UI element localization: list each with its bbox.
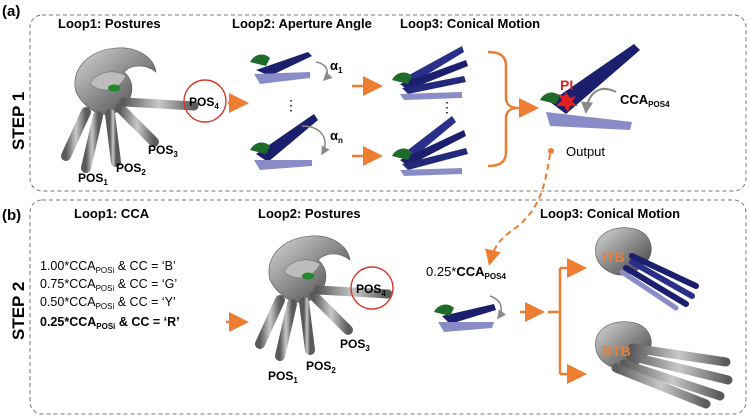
btb-label: BTB xyxy=(602,343,631,359)
cca-arc xyxy=(581,87,617,114)
selected-arc xyxy=(489,295,507,320)
itb-model xyxy=(595,227,699,311)
panel-a-step: STEP 1 xyxy=(9,92,28,150)
panel-b-selected-blade xyxy=(434,304,496,332)
selected-cca-label: 0.25*CCAPOS4 xyxy=(426,264,506,281)
alphan-arc xyxy=(301,125,330,156)
panel-a-blade-alphan xyxy=(250,114,318,170)
cca-line-2: 0.75*CCAPOSi & CC = ‘G’ xyxy=(40,277,177,293)
pi-marker xyxy=(556,92,578,112)
output-connector xyxy=(485,153,551,266)
panel-b-loop1-title: Loop1: CCA xyxy=(74,206,150,221)
panel-a-pos3-label: POS3 xyxy=(148,143,178,159)
loop3-dots: ⋮ xyxy=(440,99,454,115)
itb-label: ITB xyxy=(602,249,625,265)
panel-a-output-blade xyxy=(540,44,640,130)
panel-a-pos4-highlight xyxy=(183,79,227,123)
panel-b-pos2-label: POS2 xyxy=(306,359,336,375)
panel-a-fan-top xyxy=(392,46,468,100)
panel-b-pos3-label: POS3 xyxy=(340,337,370,353)
panel-a-loop3-title: Loop3: Conical Motion xyxy=(400,16,540,31)
panel-a-blade-alpha1 xyxy=(250,52,312,84)
output-dot xyxy=(548,148,554,154)
alpha1-label: α1 xyxy=(330,58,343,75)
panel-b-pos4-label: POS4 xyxy=(356,282,386,298)
panel-a-label: (a) xyxy=(2,3,20,20)
panel-a-brace xyxy=(487,50,519,168)
panel-b-border xyxy=(29,199,747,415)
alpha1-arc xyxy=(315,61,333,82)
panel-a-border xyxy=(29,14,747,192)
loop2-dots: ⋮ xyxy=(284,97,298,113)
panel-b-loop3-title: Loop3: Conical Motion xyxy=(540,206,680,221)
panel-a-pos2-label: POS2 xyxy=(116,161,146,177)
cca-line-1: 1.00*CCAPOSi & CC = ‘B’ xyxy=(40,259,176,275)
btb-model xyxy=(595,321,733,409)
cca-line-4: 0.25*CCAPOSi & CC = ‘R’ xyxy=(40,315,180,331)
panel-a-fan-bottom xyxy=(392,116,468,176)
panel-b-label: (b) xyxy=(2,207,21,224)
panel-b-loop2-title: Loop2: Postures xyxy=(258,206,361,221)
output-label: Output xyxy=(566,144,605,159)
panel-b-pos1-label: POS1 xyxy=(268,369,298,385)
cca-list: 1.00*CCAPOSi & CC = ‘B’ 0.75*CCAPOSi & C… xyxy=(40,259,180,331)
cca-line-3: 0.50*CCAPOSi & CC = ‘Y’ xyxy=(40,295,176,311)
pi-label: PI xyxy=(560,77,573,93)
panel-a-pos1-label: POS1 xyxy=(78,171,108,187)
panel-b-step: STEP 2 xyxy=(9,282,28,340)
panel-b-pos4-highlight xyxy=(350,266,394,310)
alphan-label: αn xyxy=(330,128,343,145)
panel-a-loop1-title: Loop1: Postures xyxy=(58,16,161,31)
panel-a-loop2-title: Loop2: Aperture Angle xyxy=(232,16,372,31)
panel-a-pos4-label: POS4 xyxy=(189,95,219,111)
cca-pos4-label: CCAPOS4 xyxy=(620,92,670,109)
